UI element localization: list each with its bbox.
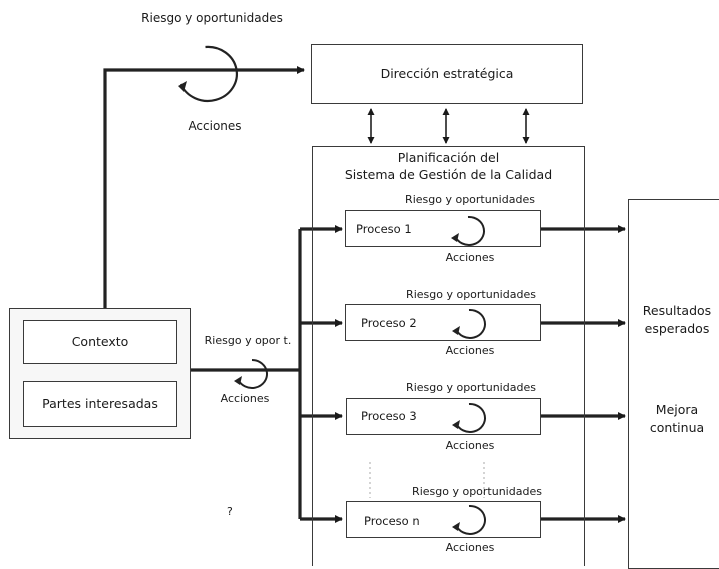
process-2-riesgo-label: Riesgo y oportunidades	[406, 288, 536, 301]
process-2-acciones-label: Acciones	[445, 344, 495, 357]
mejora-line1: Mejora	[655, 402, 699, 417]
diagram-connectors	[103, 45, 626, 535]
direccion-estrategica-box: Dirección estratégica	[311, 44, 583, 104]
process-to-results-arrows	[541, 225, 626, 523]
resultados-box	[628, 199, 719, 569]
process-3-cycle-icon	[452, 402, 486, 433]
process-n-box	[346, 501, 541, 538]
mid-acciones-label: Acciones	[220, 392, 270, 405]
resultados-line2: esperados	[644, 321, 710, 336]
resultados-line1: Resultados	[642, 303, 712, 318]
planificacion-title-line2: Sistema de Gestión de la Calidad	[344, 167, 553, 182]
process-3-label: Proceso 3	[361, 409, 417, 423]
process-n-cycle-icon	[452, 504, 486, 535]
direccion-estrategica-label: Dirección estratégica	[380, 66, 514, 81]
continuation-dots	[369, 462, 485, 498]
context-to-processes-line	[190, 229, 302, 519]
trunk-to-process-arrows	[300, 225, 343, 523]
planificacion-box	[312, 146, 585, 566]
process-n-riesgo-label: Riesgo y oportunidades	[412, 485, 542, 498]
contexto-panel: Contexto Partes interesadas	[9, 308, 191, 439]
process-1-label: Proceso 1	[356, 222, 412, 236]
context-to-direccion-arrow	[103, 66, 305, 308]
process-2-box	[345, 304, 541, 341]
partes-interesadas-label: Partes interesadas	[42, 396, 158, 411]
mid-riesgo-label: Riesgo y opor t.	[204, 334, 292, 347]
process-3-acciones-label: Acciones	[445, 439, 495, 452]
top-riesgo-label: Riesgo y oportunidades	[141, 11, 283, 25]
process-1-acciones-label: Acciones	[445, 251, 495, 264]
top-acciones-label: Acciones	[188, 119, 242, 133]
contexto-box: Contexto	[23, 320, 177, 364]
contexto-label: Contexto	[71, 334, 129, 349]
process-3-riesgo-label: Riesgo y oportunidades	[406, 381, 536, 394]
process-2-cycle-icon	[452, 308, 486, 339]
process-n-label: Proceso n	[364, 514, 420, 528]
process-3-box	[346, 398, 541, 435]
mid-cycle-icon	[234, 359, 268, 389]
process-n-acciones-label: Acciones	[445, 541, 495, 554]
planificacion-title-line1: Planificación del	[397, 150, 500, 165]
process-1-riesgo-label: Riesgo y oportunidades	[405, 193, 535, 206]
stray-mark: ?	[227, 505, 233, 518]
partes-interesadas-box: Partes interesadas	[23, 381, 177, 427]
process-2-label: Proceso 2	[361, 316, 417, 330]
mejora-line2: continua	[649, 420, 705, 435]
direccion-planificacion-arrows	[367, 108, 530, 144]
process-1-box	[345, 210, 541, 247]
top-cycle-icon	[178, 45, 238, 102]
process-1-cycle-icon	[451, 215, 485, 246]
